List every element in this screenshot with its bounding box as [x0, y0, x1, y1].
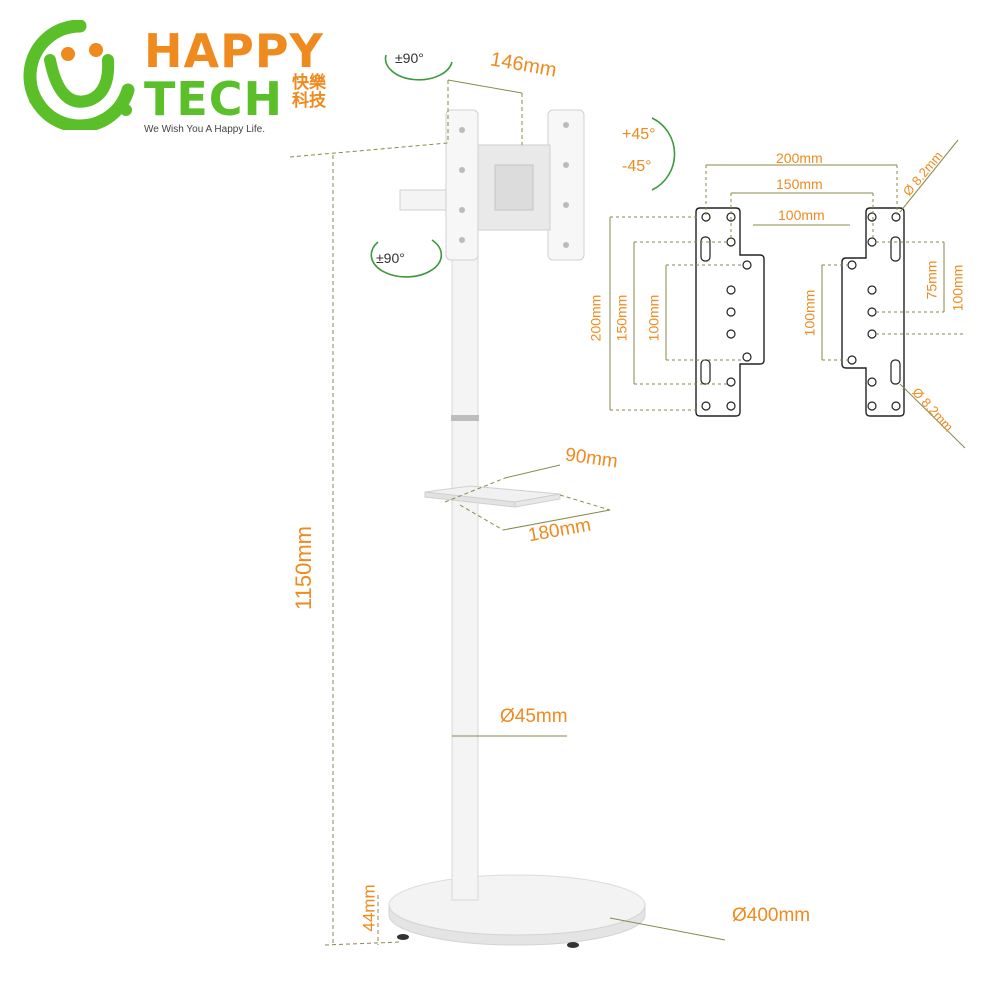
label-vesa-left-150: 150mm: [613, 294, 630, 342]
label-tilt-down: -45°: [622, 158, 652, 175]
pole-ring: [451, 415, 479, 421]
label-swivel-top: ±90°: [395, 50, 424, 66]
logo-text-happy: HAPPY: [144, 24, 324, 78]
label-vesa-left-200: 200mm: [587, 294, 604, 342]
logo-mark-icon: [23, 20, 135, 130]
label-total-height: 1150mm: [290, 526, 316, 610]
label-swivel-left: ±90°: [376, 250, 405, 266]
label-vesa-width-200: 200mm: [776, 150, 823, 166]
label-vesa-right-100-outer: 100mm: [949, 264, 966, 312]
brand-logo: HAPPY TECH 快樂科技 We Wish You A Happy Life…: [20, 20, 340, 140]
head-plate-right: [547, 109, 585, 261]
label-vesa-left-100: 100mm: [645, 294, 662, 342]
dim-line-tray-depth: [504, 464, 561, 479]
rotate-arrow-left-icon: [370, 239, 443, 278]
dim-line-base: [609, 917, 726, 941]
pole: [451, 229, 479, 901]
tilt-arrow-icon: [651, 117, 676, 191]
logo-text-chinese: 快樂科技: [292, 73, 326, 111]
base-foot-right: [567, 942, 579, 948]
label-pole-diameter: Ø45mm: [500, 706, 568, 727]
dim-line-head-top: [447, 79, 523, 94]
base-plate-side: [388, 904, 646, 946]
label-vesa-right-75: 75mm: [923, 260, 940, 300]
dim-line-total-bottom: [324, 941, 401, 946]
dim-line-tray-width: [502, 509, 611, 531]
label-base-height: 44mm: [359, 884, 379, 932]
label-tilt-up: +45°: [622, 126, 656, 143]
label-base-diameter: Ø400mm: [732, 905, 811, 926]
dim-line-total-top: [289, 142, 449, 158]
label-vesa-width-100: 100mm: [778, 207, 825, 223]
logo-text-tech: TECH: [144, 72, 284, 126]
logo-tagline: We Wish You A Happy Life.: [144, 124, 266, 135]
label-vesa-width-150: 150mm: [776, 176, 823, 192]
rotate-arrow-top-icon: [384, 54, 453, 81]
base-foot-left: [397, 934, 409, 940]
label-vesa-right-100-inner: 100mm: [801, 289, 818, 337]
